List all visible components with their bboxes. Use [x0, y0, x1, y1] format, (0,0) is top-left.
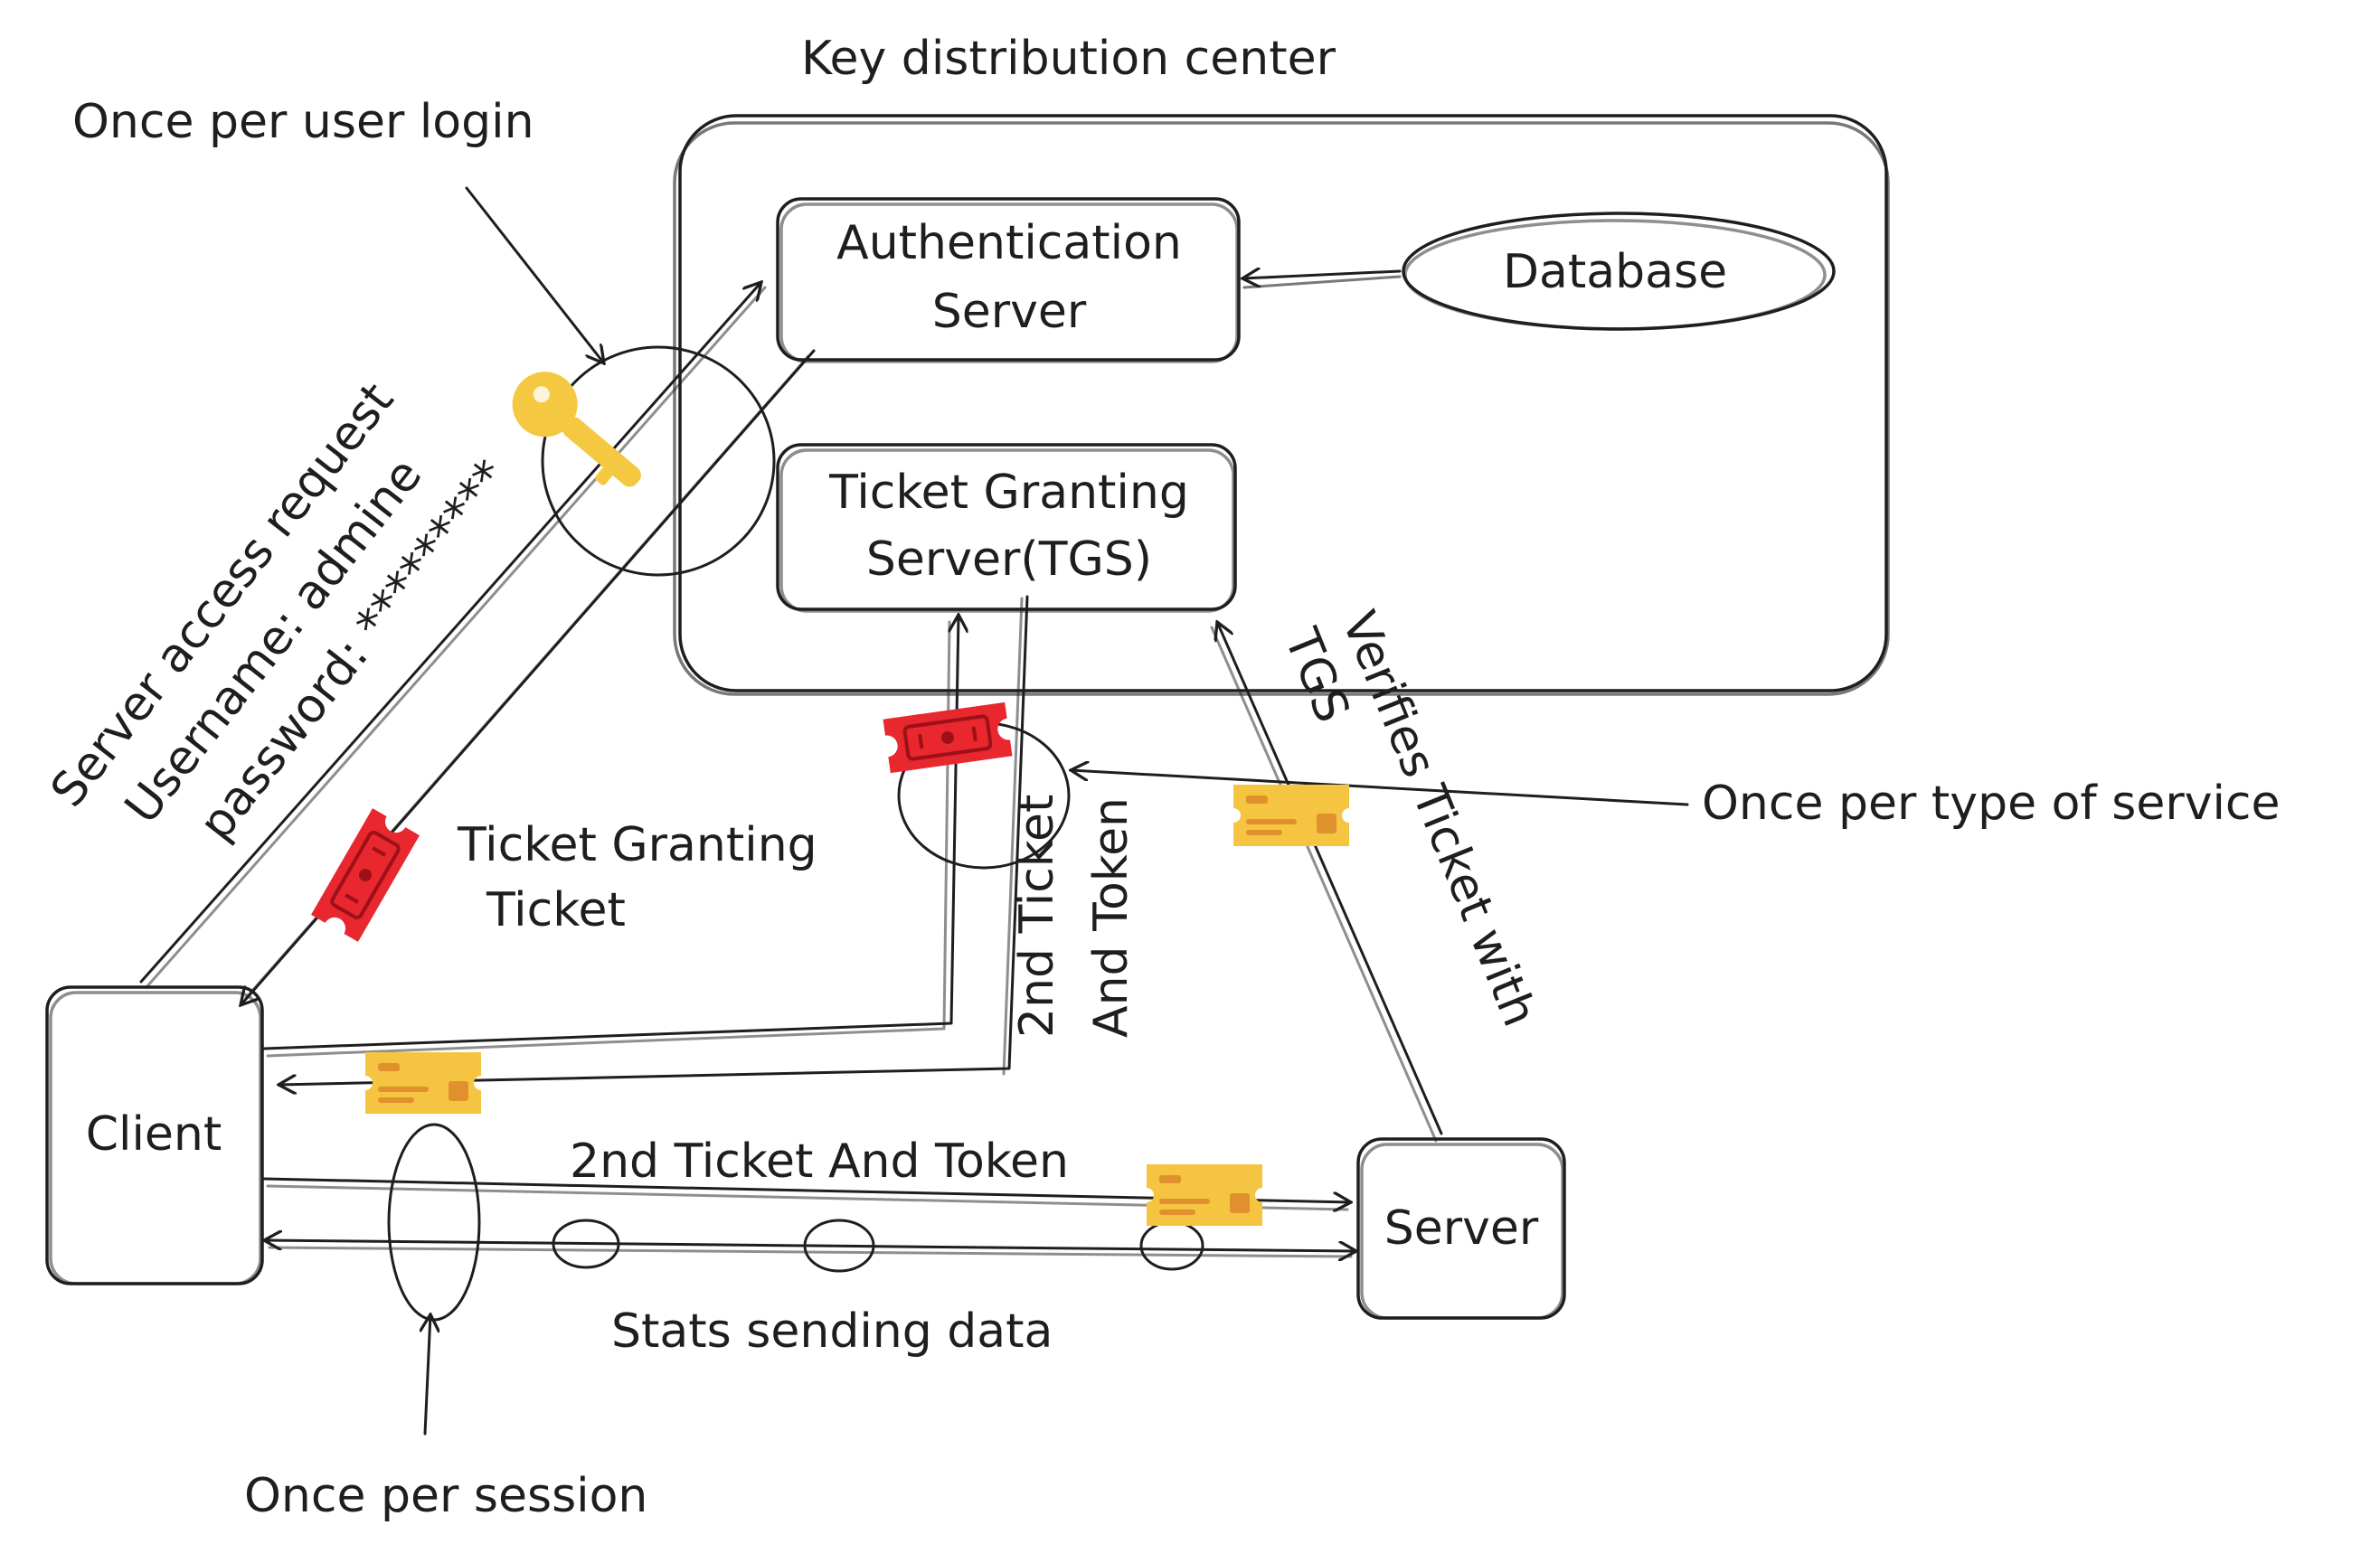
red-ticket-icon — [881, 700, 1015, 776]
once-per-login-label: Once per user login — [72, 95, 534, 149]
verifies-line-1: Verifies Ticket with — [1331, 604, 1547, 1033]
login-pointer-arrow — [465, 186, 604, 363]
once-per-service-label: Once per type of service — [1702, 777, 2281, 831]
tgs-label-1: Ticket Granting — [828, 466, 1189, 520]
tgs-box — [776, 443, 1237, 613]
second-ticket-vertical-line-2: And Token — [1084, 797, 1138, 1038]
red-ticket-icon — [309, 806, 421, 944]
server-to-tgs-arrow — [1210, 622, 1443, 1143]
tgt-label-1: Ticket Granting — [457, 818, 817, 872]
database-ellipse — [1402, 212, 1836, 331]
auth-server-label-1: Authentication — [836, 216, 1182, 270]
database-to-auth-arrow — [1242, 271, 1402, 289]
once-per-session-label: Once per session — [244, 1469, 647, 1523]
auth-server-box — [776, 197, 1241, 363]
kdc-title: Key distribution center — [801, 32, 1336, 86]
kdc-container — [673, 114, 1890, 696]
tgs-label-2: Server(TGS) — [866, 532, 1152, 587]
session-circle — [387, 1123, 481, 1322]
second-ticket-vertical-line-1: 2nd Ticket — [1010, 795, 1064, 1038]
yellow-ticket-icon — [365, 1052, 481, 1114]
access-request-label: Server access request Username: admine p… — [41, 373, 518, 851]
database-label: Database — [1503, 245, 1727, 299]
tgs-to-client-arrow — [279, 595, 1029, 1085]
stats-data-arrow — [264, 1219, 1356, 1273]
tgt-label-2: Ticket — [486, 883, 626, 937]
session-pointer-arrow — [425, 1314, 430, 1436]
service-pointer-arrow — [1071, 770, 1689, 806]
yellow-ticket-icon — [1147, 1164, 1262, 1226]
server-label: Server — [1384, 1201, 1539, 1256]
auth-server-label-2: Server — [932, 285, 1087, 339]
key-icon — [512, 372, 641, 487]
yellow-ticket-icon — [1233, 785, 1349, 846]
second-ticket-horizontal-label: 2nd Ticket And Token — [570, 1134, 1069, 1189]
client-to-auth-arrow — [139, 282, 767, 989]
client-label: Client — [86, 1107, 222, 1162]
server-box — [1356, 1137, 1566, 1320]
stats-label: Stats sending data — [611, 1304, 1053, 1359]
login-circle — [541, 345, 776, 577]
second-ticket-vertical-label: 2nd Ticket And Token — [1010, 795, 1138, 1038]
client-box — [45, 985, 264, 1285]
